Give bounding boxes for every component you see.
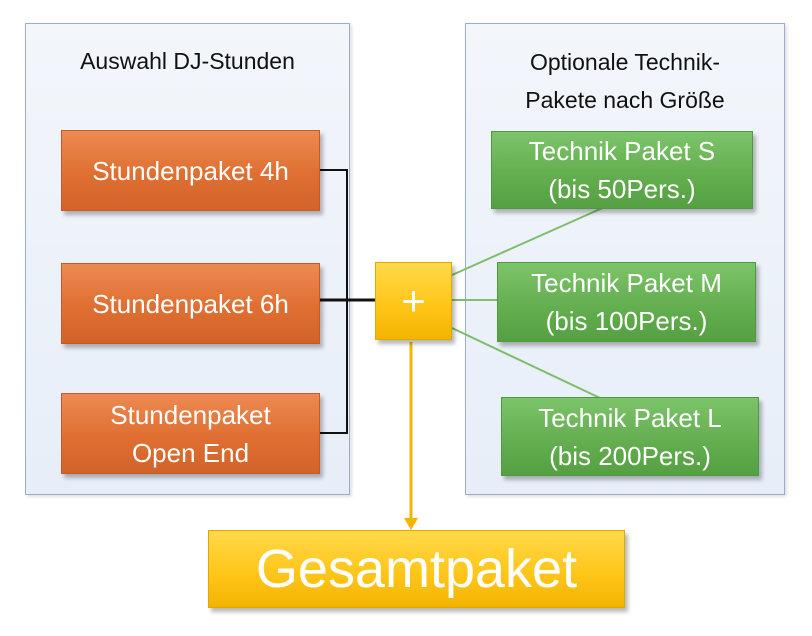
tech-package-s-label: Technik Paket S (bis 50Pers.) <box>528 136 716 204</box>
arrow-head-icon <box>404 518 418 530</box>
right-panel-title: Optionale Technik- Pakete nach Größe <box>525 49 725 113</box>
tech-package-l-label: Technik Paket L (bis 200Pers.) <box>538 402 722 471</box>
tech-package-m-label: Technik Paket M (bis 100Pers.) <box>531 268 722 336</box>
tech-package-m[interactable]: Technik Paket M (bis 100Pers.) <box>497 262 756 342</box>
hour-package-open-end-label: Stundenpaket Open End <box>110 399 271 468</box>
result-total-package-label: Gesamtpaket <box>255 539 578 599</box>
result-total-package[interactable]: Gesamtpaket <box>208 530 625 608</box>
hour-package-4h[interactable]: Stundenpaket 4h <box>61 130 320 211</box>
hour-package-4h-label: Stundenpaket 4h <box>92 155 289 186</box>
hour-package-6h[interactable]: Stundenpaket 6h <box>61 263 320 344</box>
plus-icon: + <box>401 277 426 324</box>
plus-node: + <box>375 262 452 340</box>
tech-package-l[interactable]: Technik Paket L (bis 200Pers.) <box>501 397 759 476</box>
arrow-to-result <box>404 342 418 530</box>
hour-package-open-end[interactable]: Stundenpaket Open End <box>61 393 320 474</box>
left-panel-title: Auswahl DJ-Stunden <box>80 48 295 74</box>
hour-package-6h-label: Stundenpaket 6h <box>92 288 289 319</box>
tech-package-s[interactable]: Technik Paket S (bis 50Pers.) <box>491 131 753 209</box>
